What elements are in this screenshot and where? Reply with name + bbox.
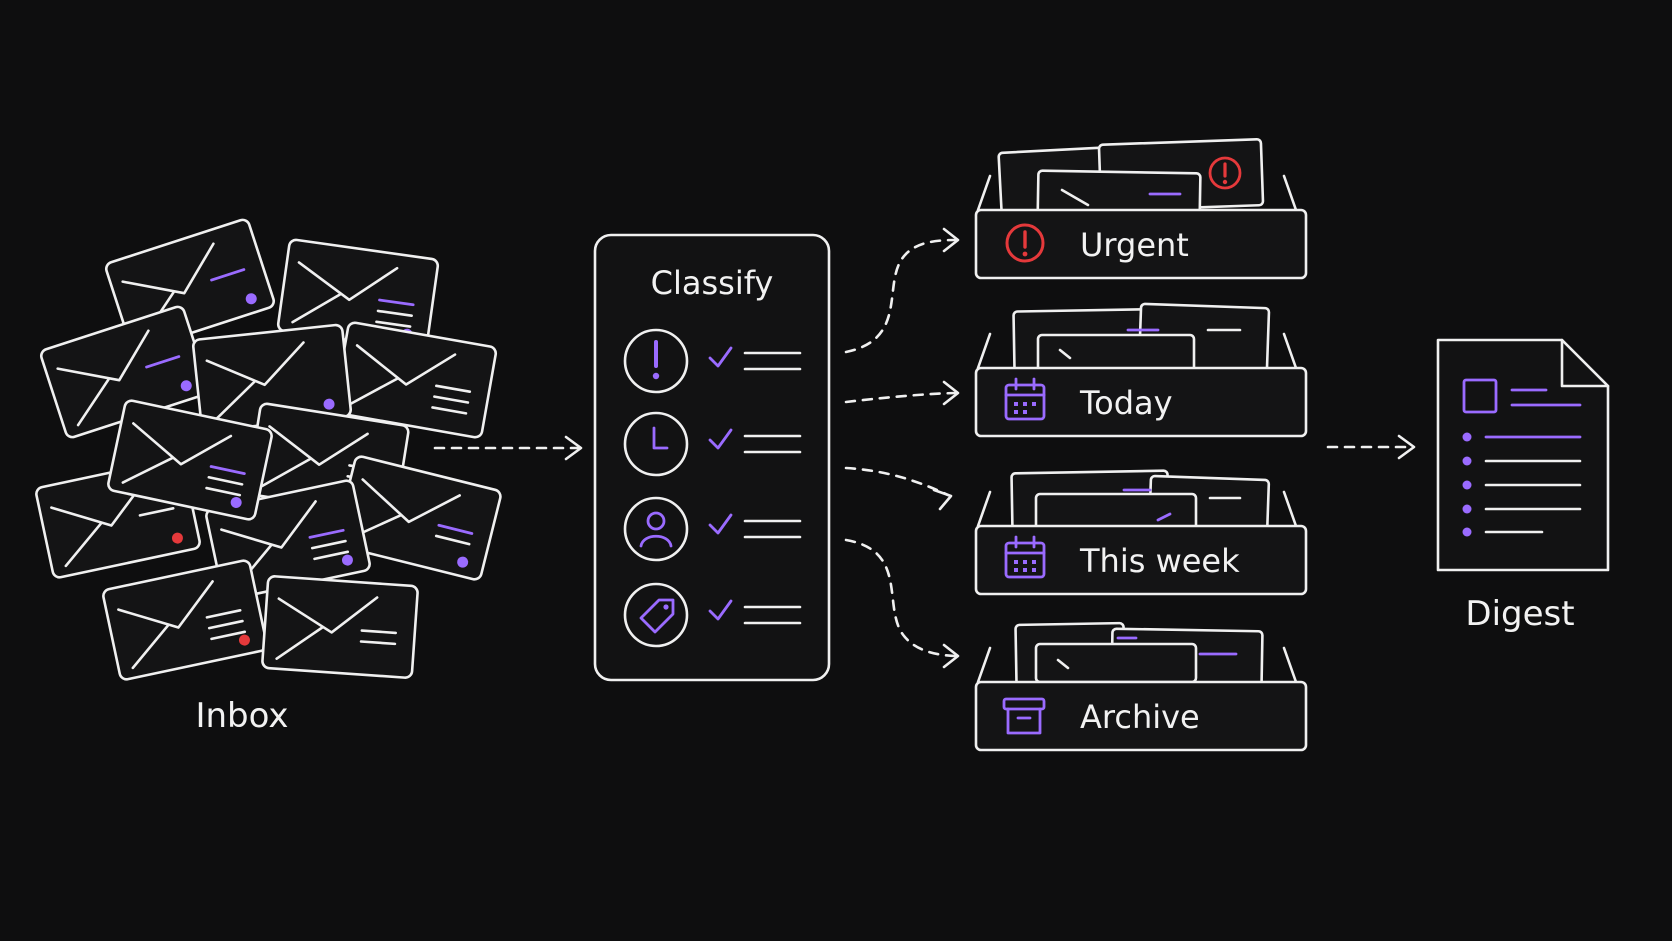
inbox-label: Inbox	[195, 696, 288, 736]
arrow-classify-to-urgent	[844, 227, 960, 354]
criterion-row	[623, 582, 802, 648]
alert-circle-icon	[1208, 156, 1242, 190]
check-icon	[708, 346, 733, 368]
bucket-label: Archive	[1080, 698, 1200, 736]
envelope-icon	[276, 238, 440, 352]
criterion-row	[623, 411, 802, 477]
digest-list	[1462, 432, 1582, 537]
tag-icon	[639, 598, 675, 634]
envelope-icon	[102, 559, 268, 681]
arrow-classify-to-archive	[844, 538, 960, 669]
clock-icon	[652, 426, 669, 450]
bucket-label: This week	[1079, 542, 1240, 580]
bucket-archive: Archive	[974, 621, 1308, 752]
criterion-row	[623, 328, 802, 394]
bucket-label: Today	[1079, 384, 1173, 422]
envelope-icon	[191, 323, 353, 433]
archive-box-icon	[1002, 697, 1046, 735]
arrow-classify-to-this-week	[844, 466, 953, 511]
calendar-icon	[1004, 535, 1046, 579]
checkbox-icon	[1462, 378, 1498, 414]
inbox-envelope-pile	[35, 218, 502, 681]
check-icon	[708, 428, 733, 450]
envelope-icon	[261, 575, 419, 679]
exclamation-icon	[652, 340, 660, 380]
criterion-row	[623, 496, 802, 562]
classify-card: Classify	[593, 233, 831, 682]
bucket-this-week: This week	[974, 469, 1308, 596]
classify-title: Classify	[651, 264, 774, 302]
bucket-trays: Urgent Today	[974, 137, 1308, 752]
person-icon	[639, 511, 673, 548]
arrow-buckets-to-digest	[1326, 434, 1416, 460]
check-icon	[708, 599, 733, 621]
bucket-urgent: Urgent	[974, 137, 1308, 280]
alert-circle-icon	[1005, 223, 1045, 263]
envelope-icon	[107, 399, 273, 521]
arrow-inbox-to-classify	[433, 435, 583, 461]
arrow-classify-to-today	[844, 380, 960, 406]
check-icon	[708, 513, 733, 535]
calendar-icon	[1004, 377, 1046, 421]
digest-document	[1436, 338, 1610, 572]
bucket-today: Today	[974, 302, 1308, 438]
digest-label: Digest	[1465, 594, 1574, 634]
bucket-label: Urgent	[1080, 226, 1189, 264]
envelope-icon	[334, 455, 502, 581]
